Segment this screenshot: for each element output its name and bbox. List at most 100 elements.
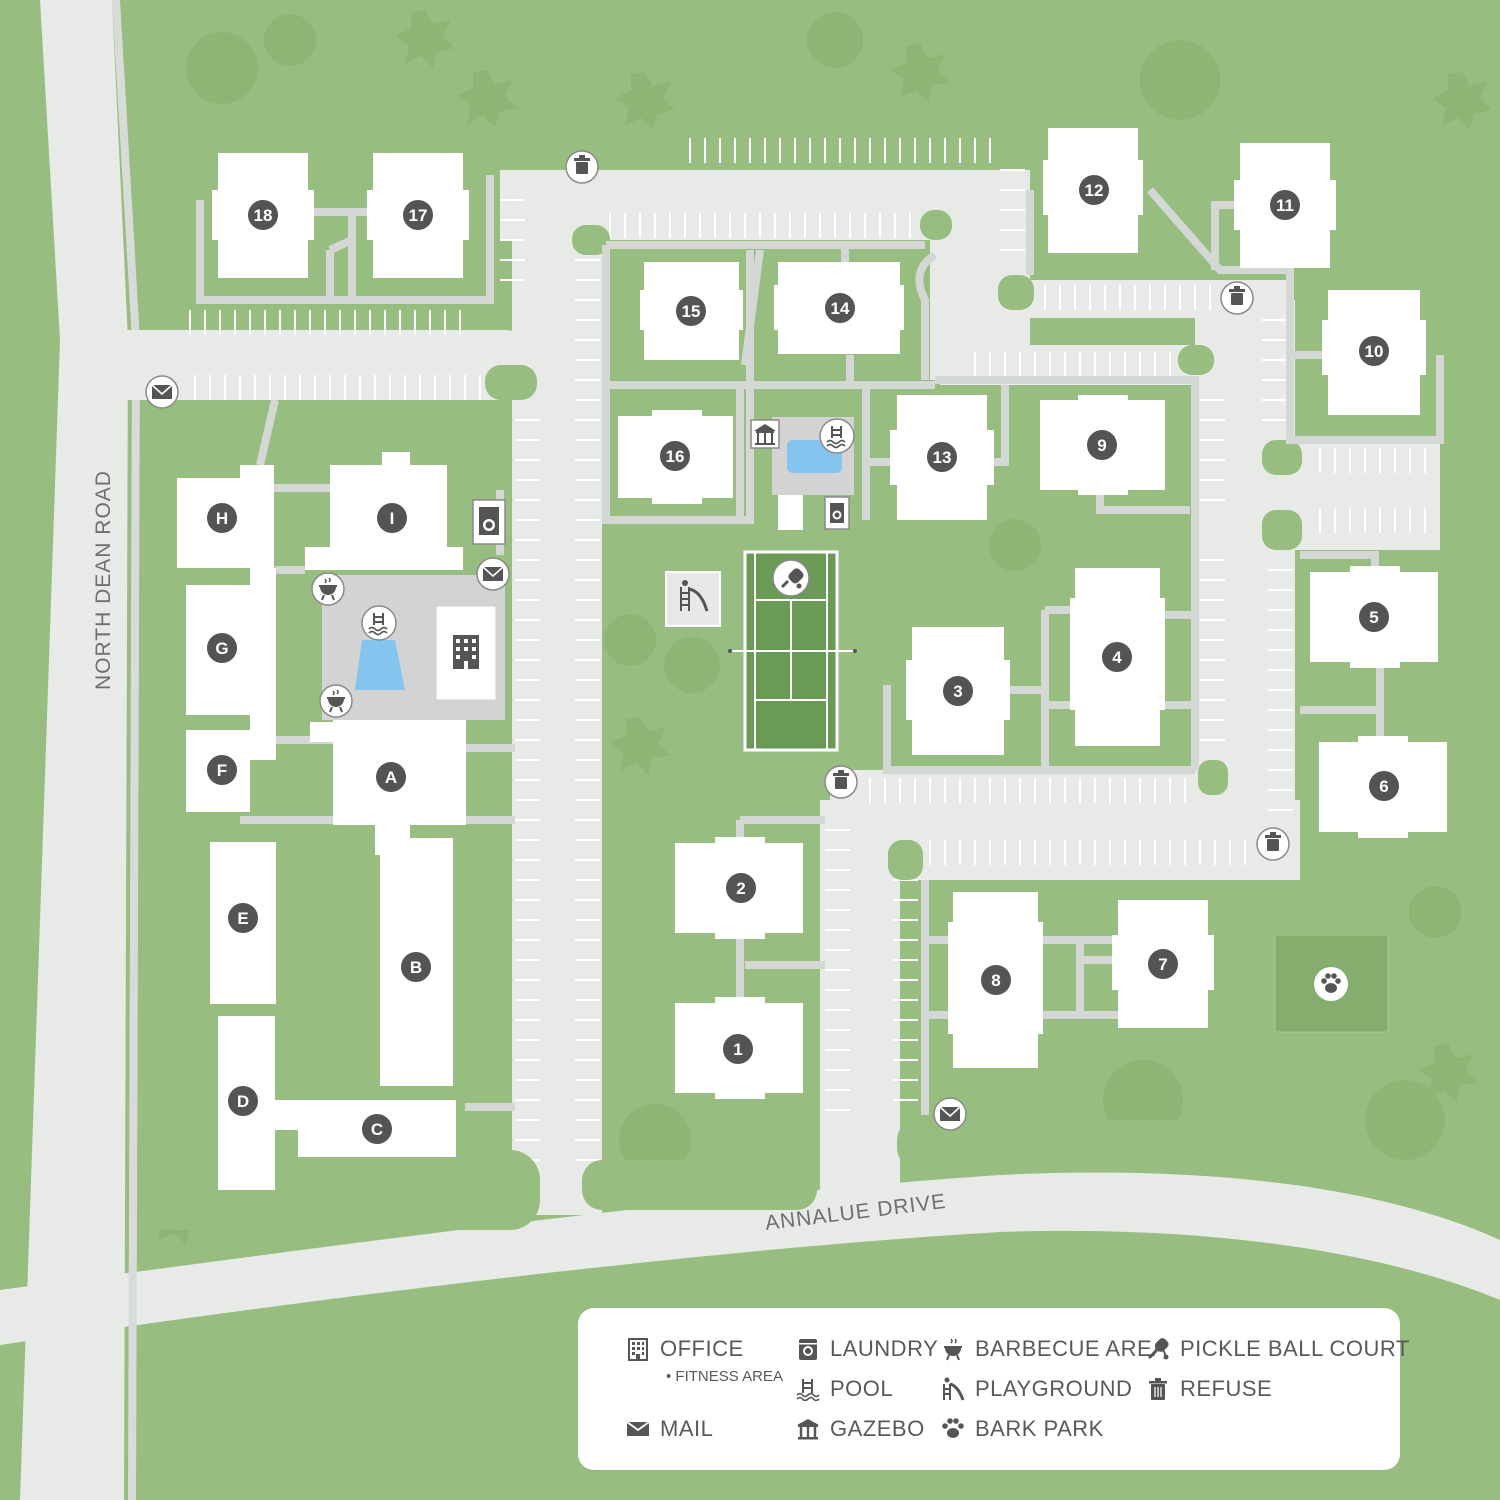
legend-gazebo-label: GAZEBO [830,1416,925,1441]
pool-icon [819,418,855,454]
building-g-marker: G [205,631,239,665]
pickle-ball-icon [1147,1338,1169,1360]
legend-bark-park-label: BARK PARK [975,1416,1104,1441]
building-a-marker: A [374,760,408,794]
building-h-marker: H [205,501,239,535]
building-17-marker: 17 [401,198,435,232]
building-f-marker: F [205,753,239,787]
bark-park-icon [942,1418,964,1438]
building-d-marker: D [226,1084,260,1118]
building-10-marker: 10 [1357,334,1391,368]
mail-icon [476,557,510,591]
gazebo-icon [797,1419,819,1440]
legend-bark-park: BARK PARK [941,1416,1104,1442]
svg-text:15: 15 [682,302,701,321]
refuse-icon [565,150,599,184]
svg-text:H: H [216,509,228,528]
refuse-icon [1256,827,1290,861]
legend-playground-label: PLAYGROUND [975,1376,1133,1401]
legend-pool-label: POOL [830,1376,894,1401]
svg-text:14: 14 [831,299,850,318]
map-legend: OFFICE • FITNESS AREA MAIL LAUNDRY POOL … [578,1308,1409,1470]
svg-text:D: D [237,1092,249,1111]
legend-barbecue: BARBECUE AREA [941,1336,1167,1362]
bark-park-icon [1314,967,1348,1001]
north-dean-road-label: NORTH DEAN ROAD [92,470,115,690]
svg-text:6: 6 [1379,777,1388,796]
building-2-marker: 2 [724,871,758,905]
svg-text:12: 12 [1085,181,1104,200]
svg-text:B: B [410,958,422,977]
svg-text:11: 11 [1276,196,1294,215]
legend-mail: MAIL [626,1416,713,1442]
playground-icon [664,570,722,628]
parking-stalls [189,138,1426,1161]
refuse-icon [824,765,858,799]
svg-text:18: 18 [254,206,273,225]
building-15-marker: 15 [674,294,708,328]
office-icon [628,1338,648,1361]
building-4-marker: 4 [1100,640,1134,674]
building-3-marker: 3 [941,674,975,708]
legend-pickle-ball-label: PICKLE BALL COURT [1180,1336,1410,1361]
building-markers: 18 17 15 14 16 13 9 12 11 10 5 6 3 4 2 1… [205,173,1401,1146]
legend-fitness-area: • FITNESS AREA [666,1368,783,1385]
svg-text:3: 3 [953,682,962,701]
svg-text:G: G [215,639,228,658]
building-1-marker: 1 [721,1032,755,1066]
pickle-ball-icon [771,558,811,598]
legend-gazebo: GAZEBO [796,1416,925,1442]
svg-text:1: 1 [733,1040,742,1059]
office-icon [435,605,497,701]
legend-pool: POOL [796,1376,893,1402]
building-8-marker: 8 [979,963,1013,997]
barbecue-icon [311,572,345,606]
legend-refuse-label: REFUSE [1180,1376,1273,1401]
building-6-marker: 6 [1367,769,1401,803]
svg-text:A: A [385,768,397,787]
building-e-marker: E [226,901,260,935]
building-14-marker: 14 [823,291,857,325]
svg-text:10: 10 [1365,342,1384,361]
svg-text:4: 4 [1112,648,1122,667]
gazebo-icon [750,419,780,449]
building-11-marker: 11 [1268,188,1302,222]
refuse-icon [1220,281,1254,315]
building-b-marker: B [399,950,433,984]
building-9-marker: 9 [1085,428,1119,462]
mail-icon [145,375,179,409]
svg-text:9: 9 [1097,436,1106,455]
barbecue-icon [944,1338,962,1361]
legend-laundry-label: LAUNDRY [830,1336,939,1361]
grass-islands [140,210,1302,1230]
svg-text:E: E [237,909,248,928]
svg-text:C: C [371,1120,383,1139]
building-5-marker: 5 [1357,600,1391,634]
legend-playground: PLAYGROUND [941,1376,1132,1402]
building-16-marker: 16 [658,439,692,473]
legend-mail-label: MAIL [660,1416,714,1441]
svg-text:2: 2 [736,879,745,898]
building-18-marker: 18 [246,198,280,232]
pool-icon [796,1379,820,1401]
svg-text:7: 7 [1158,955,1167,974]
legend-office: OFFICE [626,1336,744,1362]
laundry-icon [799,1339,817,1360]
svg-text:I: I [390,509,395,528]
refuse-icon [1149,1378,1167,1400]
svg-text:8: 8 [991,971,1000,990]
mail-icon [626,1421,650,1436]
laundry-icon [824,496,850,530]
pool-icon [361,605,397,641]
building-12-marker: 12 [1077,173,1111,207]
svg-text:13: 13 [933,448,952,467]
building-13-marker: 13 [925,440,959,474]
legend-office-label: OFFICE [660,1336,744,1361]
legend-barbecue-label: BARBECUE AREA [975,1336,1168,1361]
svg-text:5: 5 [1369,608,1378,627]
playground-icon [943,1377,965,1401]
building-i-marker: I [375,501,409,535]
legend-pickle-ball: PICKLE BALL COURT [1146,1336,1410,1362]
